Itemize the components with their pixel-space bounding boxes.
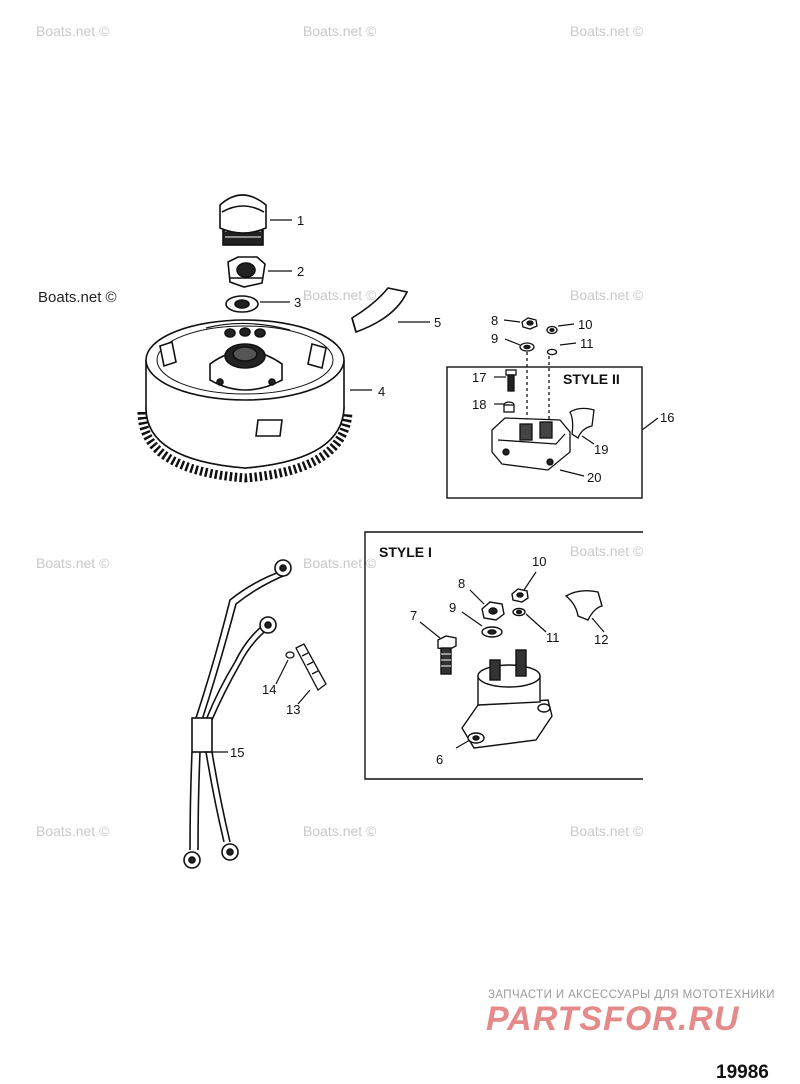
part-wire-harness xyxy=(183,559,292,869)
callout-3: 3 xyxy=(294,295,301,310)
callout-10-style-ii: 10 xyxy=(578,317,592,332)
callout-9-style-i: 9 xyxy=(449,600,456,615)
part-washer xyxy=(225,295,259,313)
style-ii-panel: STYLE II xyxy=(446,317,643,499)
watermark: Boats.net © xyxy=(303,23,377,39)
diagram-number: 19986 xyxy=(716,1062,769,1083)
callout-5: 5 xyxy=(434,315,441,330)
callouts: 1 2 3 4 5 6 7 8 9 10 11 12 13 14 15 16 1… xyxy=(230,213,674,767)
callout-1: 1 xyxy=(297,213,304,228)
callout-11-style-i: 11 xyxy=(546,630,560,645)
callout-12: 12 xyxy=(594,632,608,647)
callout-17: 17 xyxy=(472,370,486,385)
watermark: Boats.net © xyxy=(303,555,377,571)
callout-4: 4 xyxy=(378,384,385,399)
watermark: Boats.net © xyxy=(303,823,377,839)
callout-16: 16 xyxy=(660,410,674,425)
style-i-panel: STYLE I xyxy=(364,531,643,780)
callout-7: 7 xyxy=(410,608,417,623)
leader-lines xyxy=(204,219,659,753)
part-cap xyxy=(219,194,267,246)
callout-2: 2 xyxy=(297,264,304,279)
callout-14: 14 xyxy=(262,682,276,697)
watermark: Boats.net © xyxy=(36,555,110,571)
callout-8-style-ii: 8 xyxy=(491,313,498,328)
style-ii-box xyxy=(446,366,643,499)
callout-15: 15 xyxy=(230,745,244,760)
style-ii-label: STYLE II xyxy=(563,371,620,387)
watermark: Boats.net © xyxy=(570,823,644,839)
callout-13: 13 xyxy=(286,702,300,717)
style-i-label: STYLE I xyxy=(379,544,432,560)
callout-9-style-ii: 9 xyxy=(491,331,498,346)
watermark: Boats.net © xyxy=(570,287,644,303)
callout-11-style-ii: 11 xyxy=(580,336,594,351)
part-bolt-screw xyxy=(285,643,327,691)
watermark: Boats.net © xyxy=(570,543,644,559)
callout-6: 6 xyxy=(436,752,443,767)
watermark: Boats.net © xyxy=(36,823,110,839)
brand-tagline: ЗАПЧАСТИ И АКСЕССУАРЫ ДЛЯ МОТОТЕХНИКИ xyxy=(488,989,775,1001)
watermarks: Boats.net © Boats.net © Boats.net © Boat… xyxy=(36,23,644,839)
part-nut xyxy=(227,256,266,288)
style-i-box xyxy=(364,531,643,780)
callout-10-style-i: 10 xyxy=(532,554,546,569)
callout-8-style-i: 8 xyxy=(458,576,465,591)
part-flywheel xyxy=(137,319,353,483)
brand-logo: PARTSFOR.RU xyxy=(486,1000,740,1038)
watermark: Boats.net © xyxy=(38,289,117,306)
watermark: Boats.net © xyxy=(36,23,110,39)
callout-19: 19 xyxy=(594,442,608,457)
callout-18: 18 xyxy=(472,397,486,412)
callout-20: 20 xyxy=(587,470,601,485)
part-decal-strip xyxy=(351,287,409,334)
watermark: Boats.net © xyxy=(570,23,644,39)
watermark: Boats.net © xyxy=(303,287,377,303)
